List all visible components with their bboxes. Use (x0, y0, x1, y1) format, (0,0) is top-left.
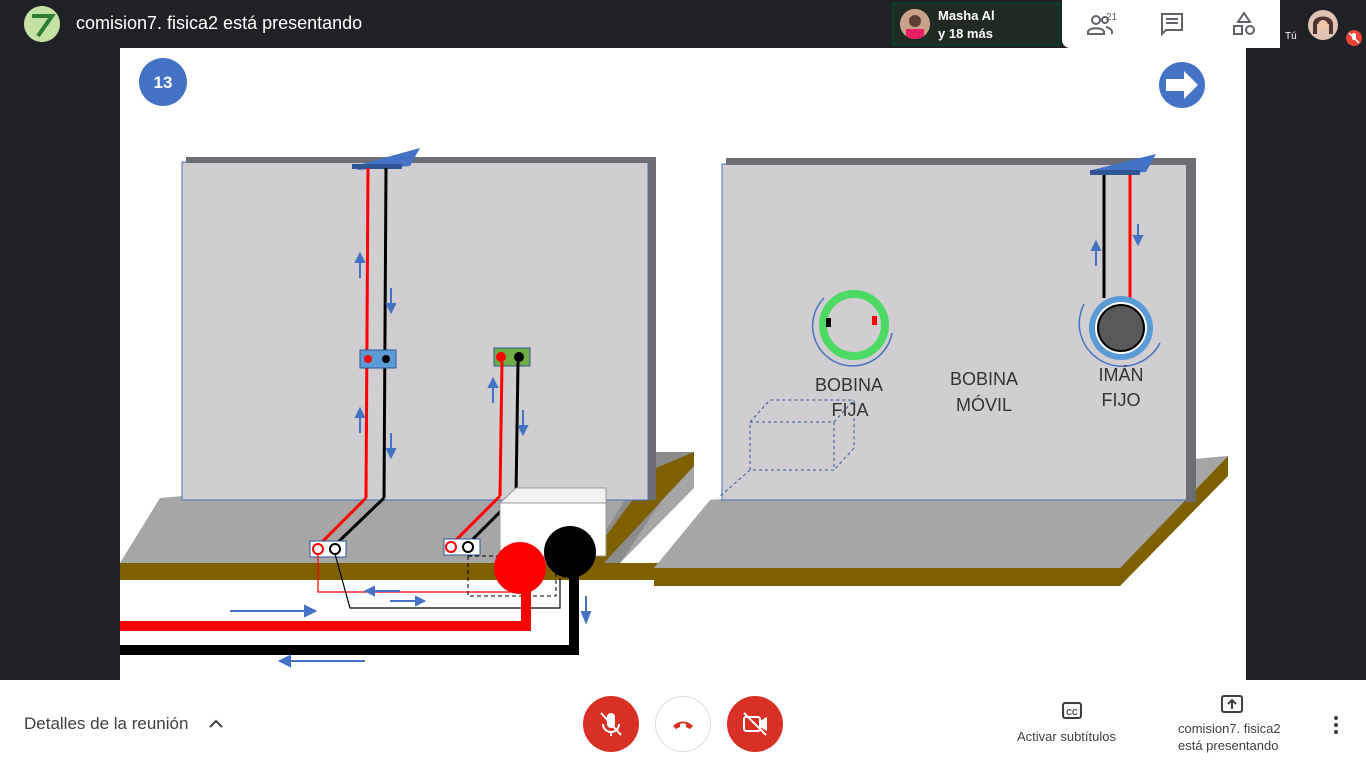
label-bobina-fija-2: FIJA (831, 400, 868, 420)
speaker-name: Masha Al (938, 8, 995, 23)
activities-button[interactable] (1230, 10, 1258, 38)
presenting-line1: comision7. fisica2 (1178, 721, 1281, 736)
captions-icon[interactable]: CC (1062, 702, 1084, 720)
speaker-more-count: y 18 más (938, 26, 993, 41)
leave-call-button[interactable] (655, 696, 711, 752)
camera-toggle-button[interactable] (727, 696, 783, 752)
label-bobina-movil-1: BOBINA (950, 369, 1018, 389)
slide-number-badge: 13 (139, 58, 187, 106)
active-speaker-chip[interactable]: Masha Al y 18 más (892, 2, 1060, 46)
label-iman-fijo-1: IMÁN (1099, 365, 1144, 385)
label-iman-fijo-2: FIJO (1102, 390, 1141, 410)
top-bar: comision7. fisica2 está presentando Mash… (0, 0, 1366, 48)
next-slide-arrow-icon[interactable] (1159, 62, 1205, 108)
present-screen-icon[interactable] (1220, 694, 1244, 714)
camera-off-icon (743, 712, 767, 736)
activities-icon (1233, 11, 1255, 35)
mic-off-badge (1346, 30, 1362, 46)
right-scene: BOBINA FIJA BOBINA MÓVIL IMÁN FIJO (654, 154, 1228, 586)
chevron-up-icon[interactable] (206, 714, 226, 734)
chat-button[interactable] (1158, 10, 1186, 38)
svg-text:CC: CC (1066, 708, 1078, 717)
label-bobina-fija-1: BOBINA (815, 375, 883, 395)
presenting-line2: está presentando (1178, 738, 1279, 753)
bottom-bar: Detalles de la reunión CC Activar subtít… (0, 680, 1366, 768)
people-button[interactable] (1086, 10, 1114, 38)
mic-off-icon (600, 712, 622, 736)
more-vert-icon (1334, 716, 1338, 734)
you-label: Tú (1285, 31, 1297, 42)
chat-icon (1161, 13, 1183, 37)
captions-button-label[interactable]: Activar subtítulos (1017, 729, 1116, 744)
presentation-slide: 13 (120, 48, 1246, 680)
speaker-avatar (900, 9, 930, 39)
participants-count: 21 (1106, 12, 1118, 23)
people-icon (1087, 15, 1113, 35)
presenter-avatar (24, 6, 60, 42)
hang-up-icon (673, 721, 693, 729)
meeting-details-button[interactable]: Detalles de la reunión (24, 714, 189, 733)
slide-number: 13 (154, 73, 173, 92)
mic-toggle-button[interactable] (583, 696, 639, 752)
left-scene (120, 148, 698, 668)
top-right-panel (1062, 0, 1280, 48)
label-bobina-movil-2: MÓVIL (956, 394, 1012, 415)
presenting-status[interactable]: comision7. fisica2 está presentando (1178, 720, 1308, 754)
self-avatar (1308, 10, 1338, 40)
more-options-button[interactable] (1326, 714, 1346, 736)
mic-off-icon (1348, 32, 1360, 44)
presentation-title: comision7. fisica2 está presentando (76, 13, 363, 33)
